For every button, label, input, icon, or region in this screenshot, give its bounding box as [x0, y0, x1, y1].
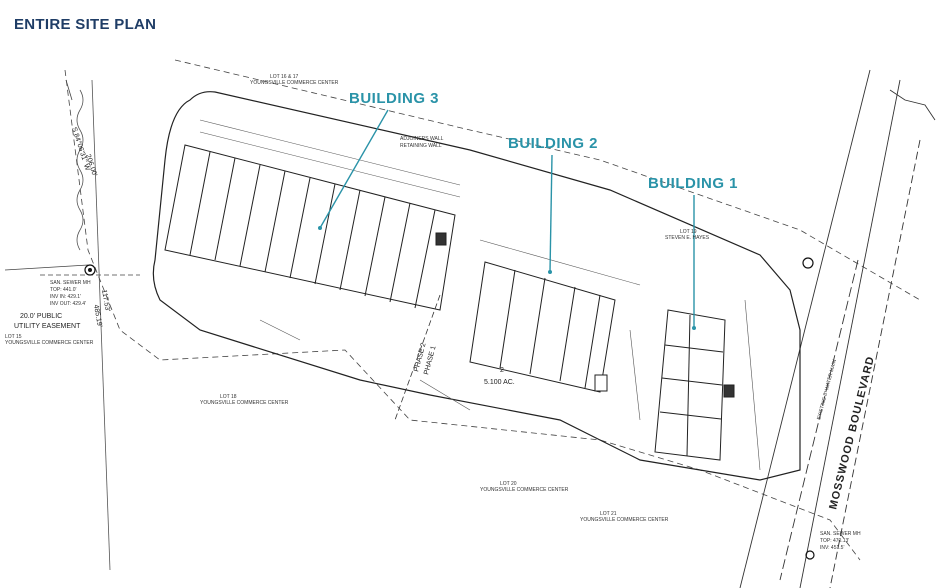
parcel-left-2: YOUNGSVILLE COMMERCE CENTER	[5, 340, 94, 346]
leader-dots	[318, 226, 696, 330]
parcel-bl-1: LOT 18	[220, 394, 237, 400]
page-title: ENTIRE SITE PLAN	[14, 16, 157, 33]
parcel-top-1: LOT 16 & 17	[270, 74, 298, 80]
parcel-bm-2: YOUNGSVILLE COMMERCE CENTER	[480, 487, 569, 493]
site-outline	[152, 91, 801, 481]
parcel-br-1: LOT 21	[600, 511, 617, 517]
building-3-label: BUILDING 3	[349, 90, 439, 107]
building-3-footprint	[164, 144, 456, 311]
parking-stalls	[199, 119, 761, 471]
retaining-wall: RETAINING WALL	[400, 143, 442, 149]
building-1-footprint	[654, 309, 735, 461]
manhole-icons	[84, 257, 815, 560]
building-2-label: BUILDING 2	[508, 135, 598, 152]
parcel-top-2: YOUNGSVILLE COMMERCE CENTER	[250, 80, 339, 86]
building-1-label: BUILDING 1	[648, 175, 738, 192]
phase-line	[394, 294, 441, 421]
sewer-left-name: SAN. SEWER MH	[50, 280, 91, 286]
property-boundary	[4, 59, 921, 571]
parcel-bl-2: YOUNGSVILLE COMMERCE CENTER	[200, 400, 289, 406]
dim-485: 485.19'	[92, 304, 103, 328]
parcel-bm-1: LOT 20	[500, 481, 517, 487]
lot-number: 2	[500, 367, 504, 374]
sewer-right-top: TOP: 470.13'	[820, 538, 849, 544]
dim-117: 117.53'	[100, 289, 111, 312]
easement-line2: UTILITY EASEMENT	[14, 323, 81, 330]
adjoiners-wall: ADJOINERS WALL	[400, 136, 444, 142]
parcel-br-2: YOUNGSVILLE COMMERCE CENTER	[580, 517, 669, 523]
acreage-label: 5.100 AC.	[484, 379, 515, 386]
sewer-left-inv-out: INV OUT: 429.4'	[50, 301, 86, 307]
building-leaders	[319, 109, 695, 328]
road-name: MOSSWOOD BOULEVARD	[827, 355, 877, 511]
parcel-r-2: STEVEN E. HAYES	[665, 235, 710, 241]
building-2-footprint	[469, 261, 616, 393]
sewer-left-top: TOP: 441.0'	[50, 287, 76, 293]
mosswood-road	[739, 69, 936, 588]
easement-line1: 20.0' PUBLIC	[20, 313, 62, 320]
sewer-left-inv-in: INV IN: 429.1'	[50, 294, 81, 300]
parcel-left-1: LOT 15	[5, 334, 22, 340]
parcel-r-1: LOT 19	[680, 229, 697, 235]
sewer-right-name: SAN. SEWER MH	[820, 531, 861, 537]
sewer-right-inv: INV: 451.5'	[820, 545, 844, 551]
